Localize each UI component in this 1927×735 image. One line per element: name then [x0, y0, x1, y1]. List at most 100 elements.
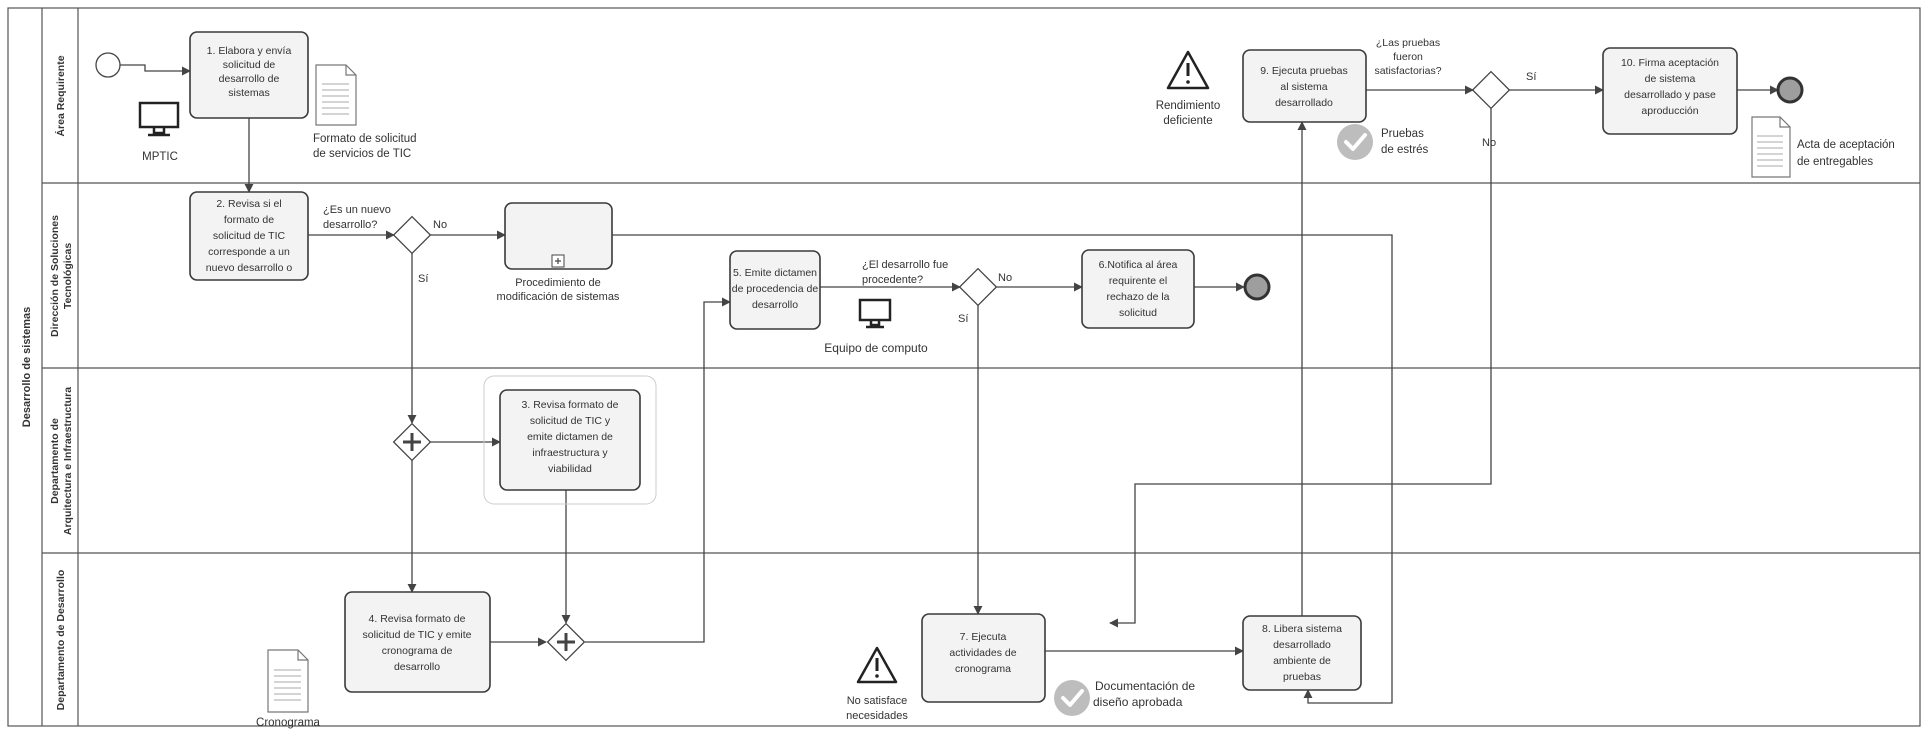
svg-text:¿El desarrollo fue: ¿El desarrollo fue — [862, 259, 948, 271]
svg-text:sistemas: sistemas — [228, 87, 269, 99]
artifact-estres-label: Pruebas de estrés — [1381, 128, 1429, 156]
svg-text:procedente?: procedente? — [862, 274, 923, 286]
task-2 — [189, 191, 309, 281]
lane-label-direccion-soluciones: Dirección de Soluciones Tecnológicas — [49, 215, 74, 337]
edge-label-g3-no: No — [1482, 137, 1496, 149]
artifact-rendimiento-label: Rendimiento deficiente — [1156, 100, 1221, 127]
start-event — [95, 52, 121, 78]
svg-text:Acta de aceptación: Acta de aceptación — [1797, 139, 1895, 151]
svg-text:Procedimiento de: Procedimiento de — [515, 277, 601, 289]
task-3 — [499, 389, 641, 491]
task-9-label: 9. Ejecuta pruebas al sistema desarrolla… — [1260, 65, 1348, 109]
svg-text:10. Firma aceptación: 10. Firma aceptación — [1621, 57, 1719, 69]
end-event-rechazo — [1243, 273, 1271, 301]
svg-text:1. Elabora y envía: 1. Elabora y envía — [207, 45, 292, 57]
flow-start-t1 — [120, 64, 191, 76]
svg-text:¿Es un nuevo: ¿Es un nuevo — [323, 204, 391, 216]
svg-text:Arquitectura e Infraestructura: Arquitectura e Infraestructura — [62, 387, 74, 535]
document-icon — [1751, 116, 1791, 178]
svg-text:solicitud de TIC: solicitud de TIC — [213, 230, 286, 242]
lane-label-desarrollo: Departamento de Desarrollo — [55, 570, 67, 711]
gateway-procedente — [958, 267, 998, 307]
gateway-parallel-split — [392, 422, 432, 462]
svg-text:9. Ejecuta pruebas: 9. Ejecuta pruebas — [1260, 65, 1348, 77]
gateway-1-question: ¿Es un nuevo desarrollo? — [323, 204, 391, 231]
task-8 — [1242, 615, 1362, 691]
svg-text:6.Notifica al área: 6.Notifica al área — [1099, 259, 1178, 271]
artifact-nosatisface-label: No satisface necesidades — [846, 695, 908, 722]
svg-text:solicitud de TIC y: solicitud de TIC y — [530, 415, 611, 427]
flow-loop-t8 — [1303, 658, 1393, 704]
task-6 — [1081, 249, 1195, 329]
artifact-formato-label: Formato de solicitud de servicios de TIC — [313, 133, 417, 160]
gateway-pruebas — [1471, 70, 1511, 110]
gateway-3-question: ¿Las pruebas fueron satisfactorias? — [1374, 37, 1441, 77]
svg-text:desarrollo de: desarrollo de — [219, 73, 280, 85]
monitor-icon — [858, 298, 892, 329]
check-icon — [1337, 124, 1373, 160]
edge-label-g2-no: No — [998, 272, 1012, 284]
task-8-label: 8. Libera sistema desarrollado ambiente … — [1262, 623, 1342, 683]
edge-label-g1-si: Sí — [418, 273, 428, 285]
task-9 — [1242, 49, 1367, 123]
svg-text:viabilidad: viabilidad — [548, 463, 592, 475]
svg-text:emite dictamen de: emite dictamen de — [527, 431, 613, 443]
task-3-frame — [483, 375, 657, 505]
svg-text:cronograma de: cronograma de — [382, 645, 453, 657]
svg-text:Pruebas: Pruebas — [1381, 128, 1424, 140]
svg-text:formato de: formato de — [224, 214, 274, 226]
svg-text:corresponde a un: corresponde a un — [208, 246, 290, 258]
task-2-label: 2. Revisa si el formato de solicitud de … — [206, 198, 293, 274]
flow-g3-back — [1109, 108, 1492, 628]
svg-text:al sistema: al sistema — [1280, 81, 1327, 93]
pool-title: Desarrollo de sistemas — [21, 307, 33, 427]
svg-text:Departamento de: Departamento de — [49, 418, 61, 504]
svg-text:fueron: fueron — [1393, 51, 1423, 63]
task-7 — [921, 613, 1046, 703]
svg-text:¿Las pruebas: ¿Las pruebas — [1376, 37, 1440, 49]
task-10 — [1602, 47, 1738, 135]
flow-sub-out — [612, 234, 1393, 658]
svg-text:solicitud: solicitud — [1119, 307, 1157, 319]
svg-text:desarrollado y pase: desarrollado y pase — [1624, 89, 1716, 101]
svg-text:nuevo desarrollo o: nuevo desarrollo o — [206, 262, 293, 274]
gateway-parallel-join — [546, 622, 586, 662]
artifact-acta-label: Acta de aceptación de entregables — [1797, 139, 1895, 168]
subprocess-modificacion — [504, 202, 613, 270]
svg-text:7. Ejecuta: 7. Ejecuta — [960, 631, 1007, 643]
svg-text:aproducción: aproducción — [1641, 105, 1698, 117]
svg-text:desarrollo?: desarrollo? — [323, 219, 377, 231]
svg-text:de entregables: de entregables — [1797, 156, 1873, 168]
svg-text:de procedencia de: de procedencia de — [732, 283, 819, 295]
artifact-cronograma-label: Cronograma — [256, 717, 321, 729]
svg-text:desarrollo: desarrollo — [752, 299, 798, 311]
task-1 — [189, 31, 309, 119]
document-icon — [315, 64, 357, 126]
svg-text:modificación de sistemas: modificación de sistemas — [497, 291, 620, 303]
task-1-label: 1. Elabora y envía solicitud de desarrol… — [207, 45, 292, 99]
artifact-equipo-label: Equipo de computo — [824, 341, 928, 355]
subprocess-label: Procedimiento de modificación de sistema… — [497, 277, 620, 303]
svg-text:2. Revisa si el: 2. Revisa si el — [216, 198, 281, 210]
task-5-label: 5. Emite dictamen de procedencia de desa… — [732, 267, 819, 311]
end-event-aceptacion — [1776, 76, 1804, 104]
svg-text:4. Revisa formato de: 4. Revisa formato de — [369, 613, 466, 625]
svg-text:necesidades: necesidades — [846, 710, 908, 722]
edge-label-g3-si: Sí — [1526, 71, 1536, 83]
task-4 — [344, 591, 491, 693]
artifact-documentacion-label: Documentación de diseño aprobada — [1093, 679, 1195, 709]
gateway-2-question: ¿El desarrollo fue procedente? — [862, 259, 948, 286]
monitor-icon — [138, 101, 180, 137]
check-icon — [1054, 680, 1090, 716]
svg-text:desarrollado: desarrollado — [1275, 97, 1333, 109]
svg-text:5. Emite dictamen: 5. Emite dictamen — [733, 267, 817, 279]
svg-text:solicitud de: solicitud de — [223, 59, 276, 71]
svg-text:pruebas: pruebas — [1283, 671, 1321, 683]
svg-text:rechazo de la: rechazo de la — [1106, 291, 1169, 303]
edge-label-g2-si: Sí — [958, 313, 968, 325]
svg-text:ambiente de: ambiente de — [1273, 655, 1331, 667]
svg-text:de servicios de TIC: de servicios de TIC — [313, 148, 411, 160]
svg-text:de estrés: de estrés — [1381, 144, 1429, 156]
svg-text:Tecnológicas: Tecnológicas — [62, 243, 74, 309]
warning-icon — [1166, 50, 1210, 90]
